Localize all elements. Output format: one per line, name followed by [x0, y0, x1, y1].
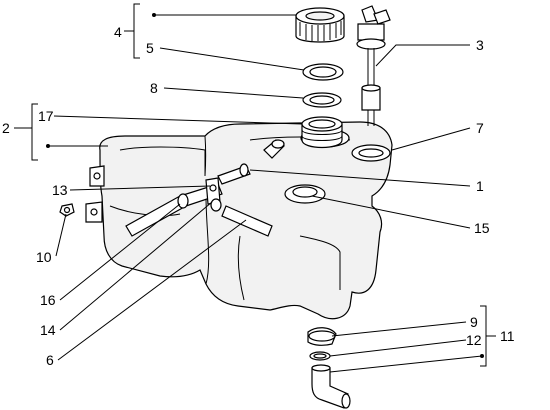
callout-15: 15: [474, 220, 490, 236]
breather-hoses: [125, 163, 273, 237]
fuel-outlet-assembly: [307, 327, 351, 409]
callout-2: 2: [2, 120, 10, 136]
callout-5: 5: [146, 40, 154, 56]
leader-dots: [46, 13, 484, 358]
callout-6: 6: [46, 352, 54, 368]
fuel-level-sender: [356, 5, 391, 126]
sender-seal: [351, 144, 391, 162]
gasket-ring: [302, 63, 344, 81]
callout-7: 7: [476, 120, 484, 136]
callout-4: 4: [114, 24, 122, 40]
callout-12: 12: [466, 332, 482, 348]
callout-13: 13: [52, 182, 68, 198]
callout-3: 3: [476, 37, 484, 53]
callout-8: 8: [150, 80, 158, 96]
callout-16: 16: [40, 292, 56, 308]
breather-stub: [263, 139, 285, 159]
callout-10: 10: [36, 249, 52, 265]
callout-labels: 4 5 8 17 2 3 7 1 13 15 10 16 14 6 9 12 1…: [2, 24, 515, 368]
screw: [59, 203, 75, 217]
callout-11: 11: [500, 328, 515, 344]
filler-cap: [295, 7, 345, 43]
callout-17: 17: [38, 108, 54, 124]
retaining-ring: [302, 92, 342, 108]
leader-lines: [14, 3, 496, 373]
callout-14: 14: [40, 322, 56, 338]
filler-neck: [301, 116, 343, 149]
callout-1: 1: [476, 178, 484, 194]
callout-9: 9: [470, 314, 478, 330]
